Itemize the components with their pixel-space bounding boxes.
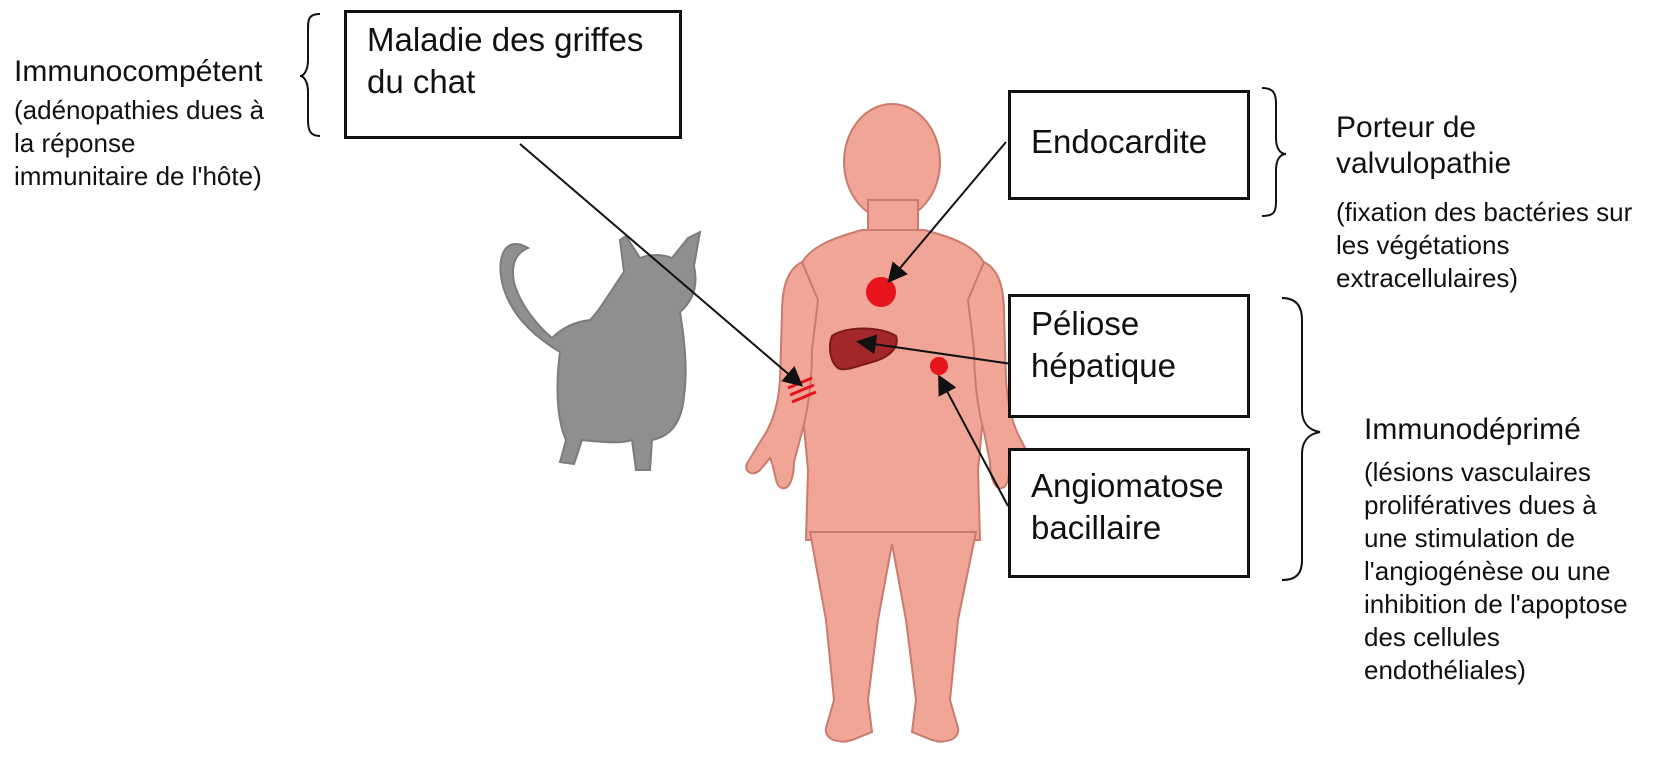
valve-carrier-note: (fixation des bactéries sur les végétati…	[1336, 196, 1632, 295]
heart-lesion-icon	[866, 277, 896, 307]
cat-scratch-disease-box: Maladie des griffes du chat	[344, 10, 682, 139]
immunocompetent-note: (adénopathies dues à la réponse immunita…	[14, 94, 264, 193]
immunodepressed-title: Immunodéprimé	[1364, 412, 1581, 448]
human-body-icon	[746, 104, 1034, 742]
valve-carrier-title: Porteur de valvulopathie	[1336, 110, 1511, 182]
brace-immunocompetent	[300, 14, 320, 136]
brace-valve-carrier	[1262, 88, 1286, 216]
cat-icon	[500, 232, 700, 470]
immunocompetent-title: Immunocompétent	[14, 54, 262, 90]
angiomatosis-box: Angiomatose bacillaire	[1008, 448, 1250, 578]
endocarditis-box: Endocardite	[1008, 90, 1250, 200]
brace-immunodepressed	[1282, 298, 1320, 580]
immunodepressed-note: (lésions vasculaires prolifératives dues…	[1364, 456, 1628, 687]
arm-lesion-icon	[930, 357, 948, 375]
peliosis-box: Péliose hépatique	[1008, 294, 1250, 418]
